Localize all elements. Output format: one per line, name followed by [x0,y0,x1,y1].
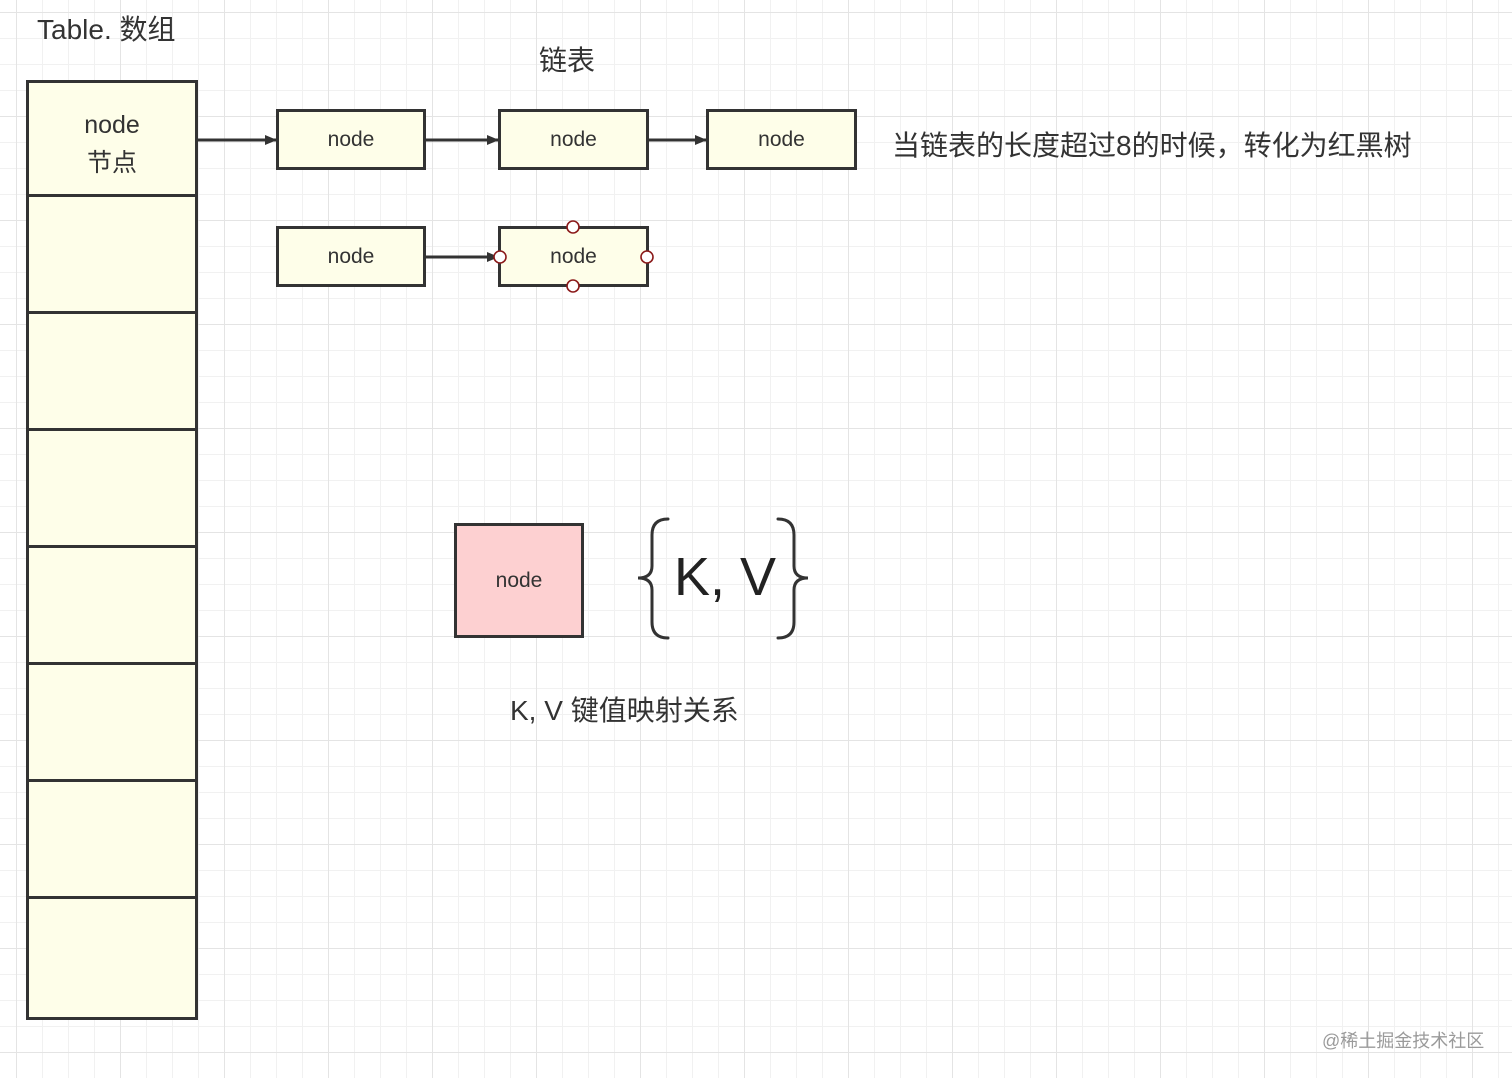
watermark: @稀土掘金技术社区 [1322,1031,1485,1051]
table-title: Table. 数组 [37,14,176,45]
table-cell-node-label: node [84,111,140,139]
table-cell-node-sublabel: 节点 [86,149,137,177]
kv-pair-text: K, V [674,547,777,607]
kv-node[interactable]: node [454,523,584,638]
linked-list-title: 链表 [539,45,596,76]
list-node[interactable]: node [498,109,649,170]
list-node[interactable]: node [706,109,857,170]
list-node[interactable]: node [276,109,426,170]
table-cell-empty[interactable] [29,551,195,665]
table-cell-node[interactable]: node 节点 [29,83,195,197]
red-black-tree-note: 当链表的长度超过8的时候，转化为红黑树 [892,130,1412,161]
list-node[interactable]: node [276,226,426,287]
table-cell-empty[interactable] [29,785,195,899]
table-cell-empty[interactable] [29,317,195,431]
list-node-selected[interactable]: node [498,226,649,287]
kv-caption: K, V 键值映射关系 [510,695,739,726]
table-array[interactable]: node 节点 [26,80,198,1020]
table-cell-empty[interactable] [29,200,195,314]
table-cell-empty[interactable] [29,434,195,548]
table-cell-empty[interactable] [29,668,195,782]
